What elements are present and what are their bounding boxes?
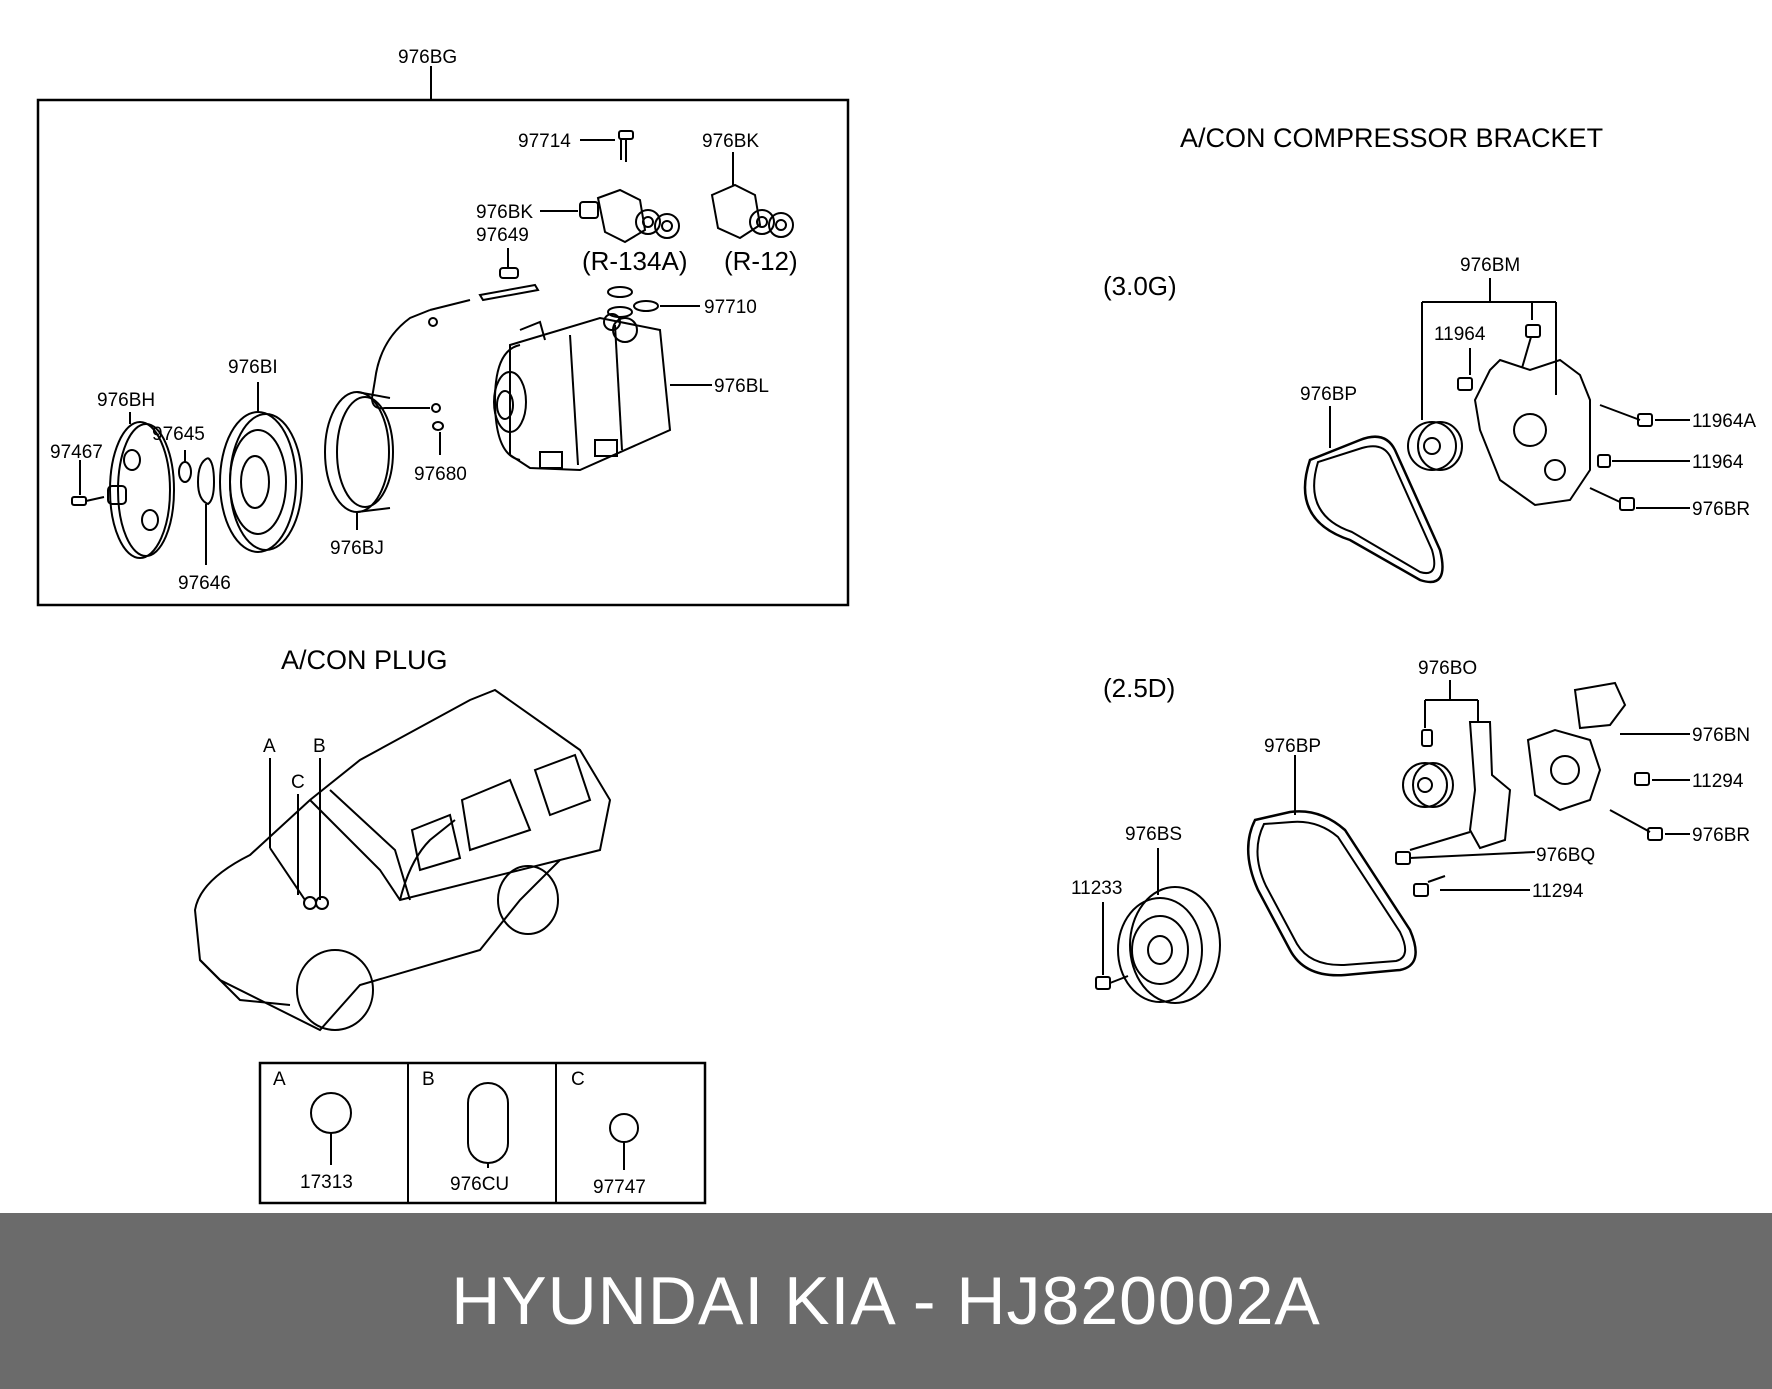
- callout-C: C: [291, 772, 305, 793]
- label-976BQ: 976BQ: [1536, 845, 1595, 866]
- plug-table: [258, 1061, 707, 1205]
- label-976BO: 976BO: [1418, 658, 1477, 679]
- label-976BM: 976BM: [1460, 255, 1520, 276]
- label-97710: 97710: [704, 297, 757, 318]
- label-976BI: 976BI: [228, 357, 278, 378]
- table-cell-part-976CU: 976CU: [450, 1174, 509, 1195]
- label-97645: 97645: [152, 424, 205, 445]
- label-976BN: 976BN: [1692, 725, 1750, 746]
- title-compressor-bracket: A/CON COMPRESSOR BRACKET: [1180, 123, 1603, 153]
- title-acon-plug: A/CON PLUG: [281, 645, 448, 675]
- table-cell-letter-A: A: [273, 1069, 286, 1090]
- label-97649: 97649: [476, 225, 529, 246]
- footer-banner: HYUNDAI KIA - HJ820002A: [0, 1213, 1772, 1389]
- label-config-25d: (2.5D): [1103, 673, 1175, 703]
- compressor-assembly-group: 976BG 97714 976BK (R-12) 976BK (R-134A) …: [36, 47, 850, 607]
- belt-30g-shape: [1303, 435, 1444, 584]
- belt-25d-shape: [1246, 810, 1417, 977]
- label-976BR-25d: 976BR: [1692, 825, 1750, 846]
- label-11964-a: 11964: [1434, 324, 1486, 345]
- bracket-30g-group: (3.0G) 976BM 11964 976BP 11964A 11964: [1103, 255, 1756, 584]
- label-11964A: 11964A: [1692, 411, 1756, 432]
- table-cell-part-97747: 97747: [593, 1177, 646, 1198]
- label-11294-b: 11294: [1532, 881, 1584, 902]
- label-976BK-r134a: 976BK: [476, 202, 533, 223]
- label-976BJ: 976BJ: [330, 538, 384, 559]
- footer-title: HYUNDAI KIA - HJ820002A: [451, 1263, 1321, 1339]
- table-cell-part-17313: 17313: [300, 1172, 353, 1193]
- callout-B: B: [313, 736, 326, 757]
- table-cell-letter-C: C: [571, 1069, 585, 1090]
- label-976BG: 976BG: [398, 47, 457, 68]
- label-976BK-r12: 976BK: [702, 131, 759, 152]
- parts-diagram: 976BG 97714 976BK (R-12) 976BK (R-134A) …: [36, 47, 1756, 1205]
- label-976BR-30g: 976BR: [1692, 499, 1750, 520]
- label-97680: 97680: [414, 464, 467, 485]
- label-97467: 97467: [50, 442, 103, 463]
- compressor-assembly-frame: [36, 98, 850, 607]
- label-976BS: 976BS: [1125, 824, 1182, 845]
- label-11964-c: 11964: [1692, 452, 1744, 473]
- table-cell-letter-B: B: [422, 1069, 435, 1090]
- label-976BL: 976BL: [714, 376, 769, 397]
- vehicle-outline: [193, 688, 612, 1032]
- label-976BH: 976BH: [97, 390, 155, 411]
- label-11294-a: 11294: [1692, 771, 1744, 792]
- plug-group: A/CON PLUG A B C A: [193, 645, 707, 1205]
- label-97646: 97646: [178, 573, 231, 594]
- label-r134a: (R-134A): [582, 246, 687, 276]
- compressor-body-shape: [493, 313, 672, 472]
- callout-A: A: [263, 736, 276, 757]
- label-11233: 11233: [1071, 878, 1122, 899]
- label-97714: 97714: [518, 131, 571, 152]
- label-976BP-25d: 976BP: [1264, 736, 1321, 757]
- label-976BP-30g: 976BP: [1300, 384, 1357, 405]
- bracket-25d-group: (2.5D) 976BO 976BN 11294 976BR 976BQ: [1071, 658, 1750, 1004]
- label-r12: (R-12): [724, 246, 798, 276]
- label-config-30g: (3.0G): [1103, 271, 1177, 301]
